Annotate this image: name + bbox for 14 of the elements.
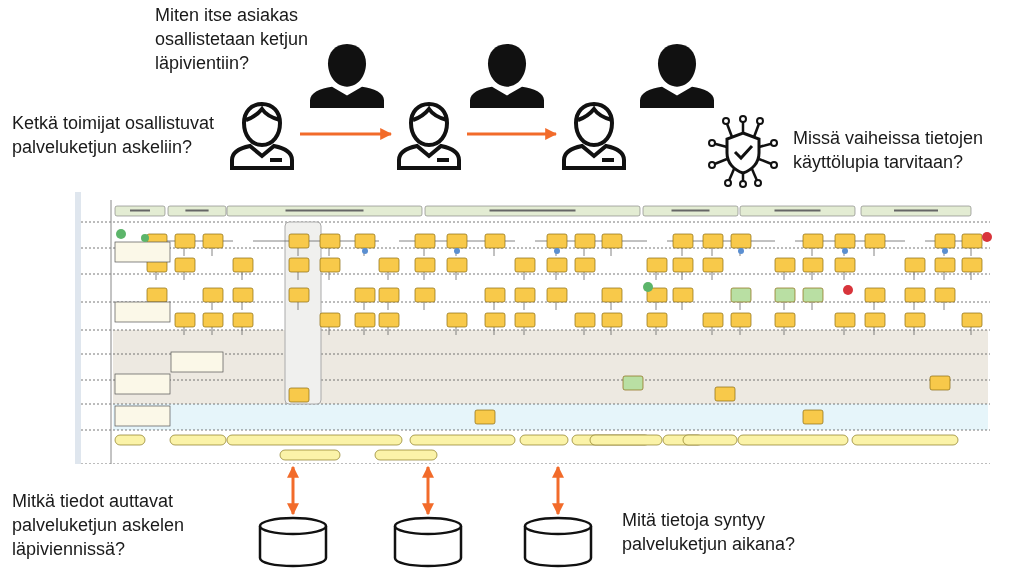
question-text: Ketkä toimijat osallistuvat palveluketjun askeliin? [12,112,216,159]
arrow [422,465,434,516]
question-text: Mitkä tiedot auttavat palveluketjun askelen läpiviennissä? [12,490,186,561]
database-icon [523,516,593,568]
database-icon [258,516,328,568]
question-text: Missä vaiheissa tietojen käyttölupia tarvitaan? [793,127,985,174]
arrow [552,465,564,516]
question-text: Mitä tietoja syntyy palveluketjun aikana? [622,509,797,556]
arrow [300,128,393,140]
question-text: Miten itse asiakas osallistetaan ketjun läpivientiin? [155,4,310,75]
arrow [467,128,558,140]
shield-network-icon [708,113,778,189]
arrow [287,465,299,516]
database-icon [393,516,463,568]
